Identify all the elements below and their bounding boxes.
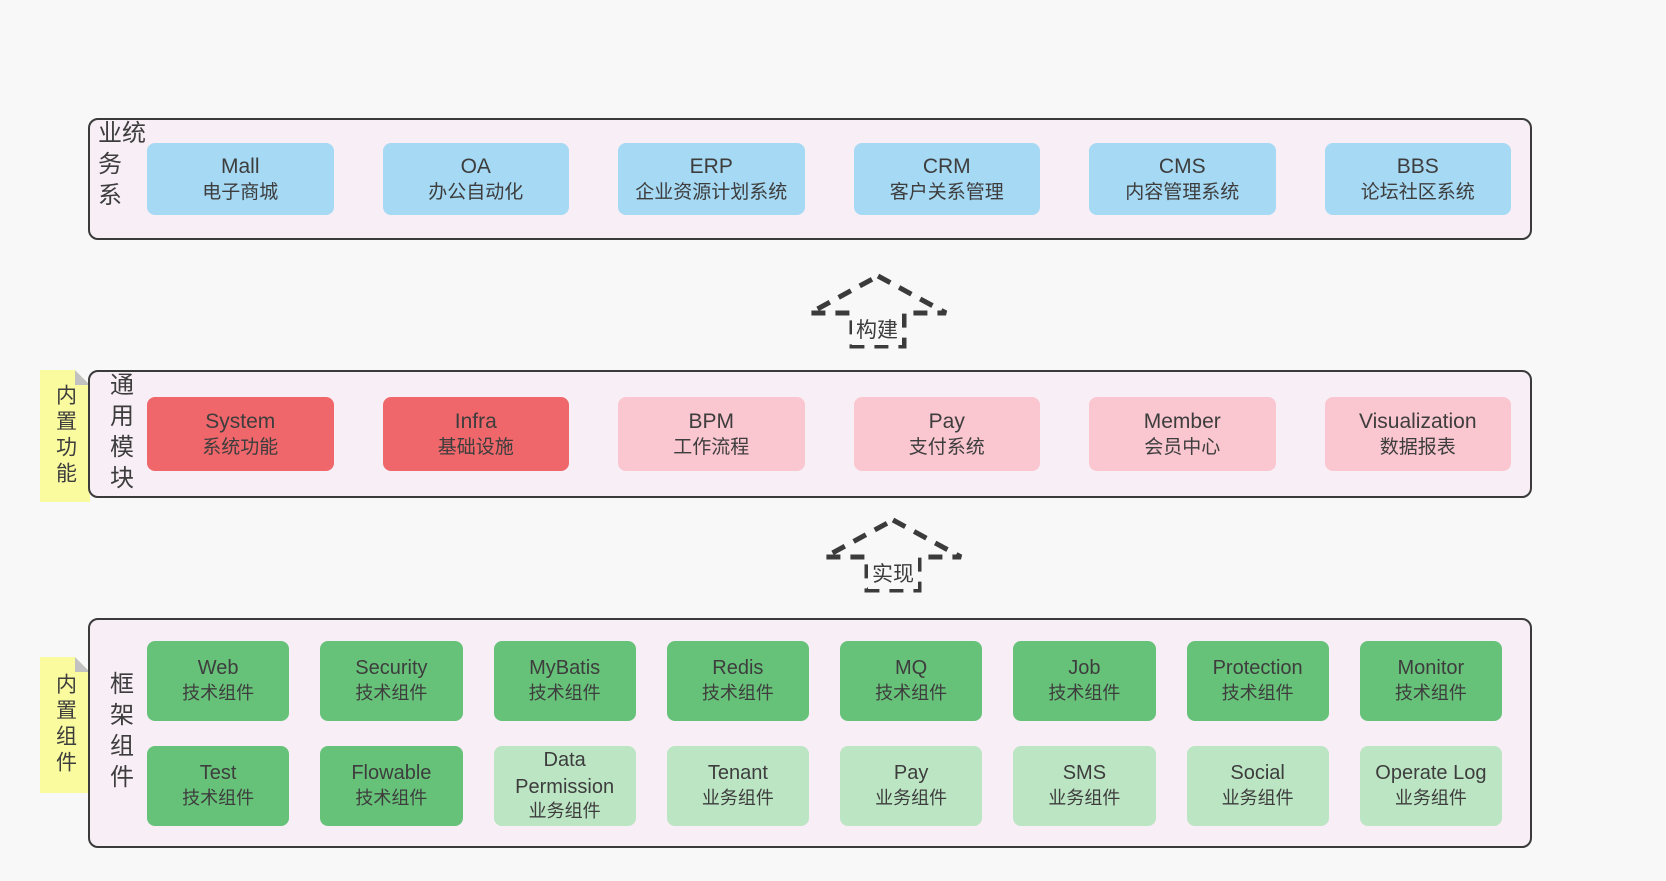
node-job: Job 技术组件 xyxy=(1013,640,1156,721)
node-operate-log: Operate Log 业务组件 xyxy=(1359,745,1502,826)
node-cms: CMS 内容管理系统 xyxy=(1089,143,1276,215)
node-system: System 系统功能 xyxy=(147,397,334,471)
node-redis: Redis 技术组件 xyxy=(666,640,809,721)
node-tenant: Tenant 业务组件 xyxy=(666,745,809,826)
framework-components-panel: 框架组件 Web 技术组件 Security 技术组件 MyBatis 技术组件… xyxy=(88,618,1532,848)
node-mall: Mall 电子商城 xyxy=(147,143,334,215)
node-bbs: BBS 论坛社区系统 xyxy=(1324,143,1511,215)
biz-components-row: Test 技术组件 Flowable 技术组件 Data Permission … xyxy=(147,745,1502,826)
sticky-note-built-in-features: 内置功能 xyxy=(40,370,90,502)
node-security: Security 技术组件 xyxy=(320,640,463,721)
node-data-permission: Data Permission 业务组件 xyxy=(493,745,636,826)
node-bpm: BPM 工作流程 xyxy=(618,397,805,471)
common-modules-panel: 通用模块 System 系统功能 Infra 基础设施 BPM 工作流程 Pay… xyxy=(88,370,1532,498)
framework-components-rows: Web 技术组件 Security 技术组件 MyBatis 技术组件 Redi… xyxy=(147,620,1530,846)
business-systems-panel: 业务系统 Mall 电子商城 OA 办公自动化 ERP 企业资源计划系统 CRM… xyxy=(88,118,1532,240)
node-erp: ERP 企业资源计划系统 xyxy=(618,143,805,215)
node-pay-component: Pay 业务组件 xyxy=(840,745,983,826)
common-modules-label: 通用模块 xyxy=(105,372,133,496)
business-systems-label: 业务系统 xyxy=(93,120,145,213)
node-visualization: Visualization 数据报表 xyxy=(1324,397,1511,471)
node-flowable: Flowable 技术组件 xyxy=(320,745,463,826)
node-member: Member 会员中心 xyxy=(1089,397,1276,471)
dashed-up-arrow-build-icon xyxy=(808,273,948,349)
dashed-up-arrow-implement-icon xyxy=(823,517,963,593)
node-social: Social 业务组件 xyxy=(1186,745,1329,826)
node-infra: Infra 基础设施 xyxy=(382,397,569,471)
framework-components-label: 框架组件 xyxy=(105,671,133,795)
node-oa: OA 办公自动化 xyxy=(382,143,569,215)
implement-arrow-label: 实现 xyxy=(868,557,918,589)
sticky-note-built-in-components: 内置组件 xyxy=(40,657,90,793)
business-systems-row: Mall 电子商城 OA 办公自动化 ERP 企业资源计划系统 CRM 客户关系… xyxy=(147,120,1530,238)
node-sms: SMS 业务组件 xyxy=(1013,745,1156,826)
node-test: Test 技术组件 xyxy=(147,745,290,826)
node-mybatis: MyBatis 技术组件 xyxy=(493,640,636,721)
node-web: Web 技术组件 xyxy=(147,640,290,721)
node-pay-module: Pay 支付系统 xyxy=(853,397,1040,471)
node-protection: Protection 技术组件 xyxy=(1186,640,1329,721)
node-mq: MQ 技术组件 xyxy=(840,640,983,721)
node-monitor: Monitor 技术组件 xyxy=(1359,640,1502,721)
node-crm: CRM 客户关系管理 xyxy=(853,143,1040,215)
build-arrow-label: 构建 xyxy=(852,313,902,345)
tech-components-row: Web 技术组件 Security 技术组件 MyBatis 技术组件 Redi… xyxy=(147,640,1502,721)
common-modules-row: System 系统功能 Infra 基础设施 BPM 工作流程 Pay 支付系统… xyxy=(147,372,1530,496)
